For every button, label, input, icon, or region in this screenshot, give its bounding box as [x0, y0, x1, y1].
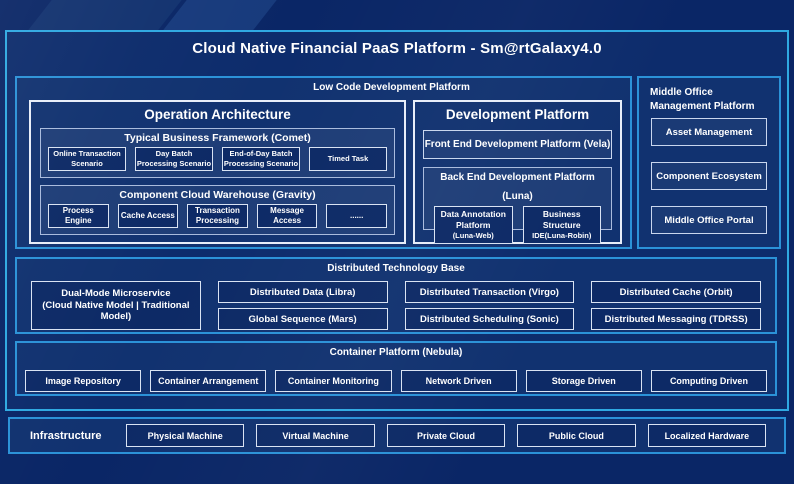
back-end-development-platform-title: Back End Development Platform (Luna)	[440, 172, 595, 202]
physical-machine-box: Physical Machine	[126, 424, 245, 447]
gravity-item: Message Access	[256, 204, 318, 228]
comet-item: Online Transaction Scenario	[48, 147, 126, 171]
container-platform-items: Image Repository Container Arrangement C…	[25, 370, 768, 392]
typical-business-framework-group: Typical Business Framework (Comet) Onlin…	[40, 128, 395, 178]
back-end-development-platform-group: Back End Development Platform (Luna) Dat…	[423, 167, 612, 244]
image-repository-box: Image Repository	[25, 370, 142, 392]
comet-item: Day Batch Processing Scenario	[135, 147, 213, 171]
platform-diagram-frame: Cloud Native Financial PaaS Platform - S…	[5, 30, 789, 411]
middle-office-management-section: Middle Office Management Platform Asset …	[637, 76, 781, 249]
middle-office-title: Middle Office Management Platform	[650, 87, 755, 112]
container-monitoring-box: Container Monitoring	[275, 370, 392, 392]
distributed-base-title: Distributed Technology Base	[327, 263, 465, 274]
middle-office-items: Asset Management Component Ecosystem Mid…	[651, 118, 767, 234]
storage-driven-box: Storage Driven	[525, 370, 642, 392]
asset-management-box: Asset Management	[651, 118, 767, 146]
gravity-item: Cache Access	[117, 204, 179, 228]
container-platform-section: Container Platform (Nebula) Image Reposi…	[15, 341, 777, 396]
page-title: Cloud Native Financial PaaS Platform - S…	[192, 40, 602, 57]
gravity-items-row: Process Engine Cache Access Transaction …	[41, 204, 394, 228]
operation-architecture-panel: Operation Architecture Typical Business …	[29, 100, 406, 244]
public-cloud-box: Public Cloud	[517, 424, 636, 447]
localized-hardware-box: Localized Hardware	[647, 424, 767, 447]
container-arrangement-box: Container Arrangement	[150, 370, 267, 392]
component-ecosystem-box: Component Ecosystem	[651, 162, 767, 190]
dual-mode-microservice-box: Dual-Mode Microservice (Cloud Native Mod…	[31, 281, 201, 330]
private-cloud-box: Private Cloud	[386, 424, 506, 447]
network-driven-box: Network Driven	[400, 370, 517, 392]
distributed-transaction-box: Distributed Transaction (Virgo)	[404, 281, 575, 303]
distributed-scheduling-box: Distributed Scheduling (Sonic)	[404, 308, 575, 330]
container-platform-title: Container Platform (Nebula)	[329, 347, 463, 358]
low-code-columns: Operation Architecture Typical Business …	[29, 100, 622, 244]
infrastructure-label: Infrastructure	[30, 429, 102, 442]
low-code-platform-label: Low Code Development Platform	[313, 82, 470, 93]
distributed-base-grid: Dual-Mode Microservice (Cloud Native Mod…	[31, 281, 761, 330]
component-cloud-warehouse-title: Component Cloud Warehouse (Gravity)	[119, 189, 316, 201]
comet-item: End-of-Day Batch Processing Scenario	[222, 147, 300, 171]
virtual-machine-box: Virtual Machine	[256, 424, 375, 447]
comet-item: Timed Task	[309, 147, 387, 171]
infrastructure-section: Infrastructure Physical Machine Virtual …	[8, 417, 786, 454]
luna-items-row: Data Annotation Platform (Luna-Web) Busi…	[424, 206, 611, 244]
gravity-item: Process Engine	[48, 204, 109, 228]
component-cloud-warehouse-group: Component Cloud Warehouse (Gravity) Proc…	[40, 185, 395, 235]
computing-driven-box: Computing Driven	[650, 370, 768, 392]
distributed-messaging-box: Distributed Messaging (TDRSS)	[591, 308, 761, 330]
data-annotation-platform-box: Data Annotation Platform (Luna-Web)	[434, 206, 513, 244]
gravity-item: Transaction Processing	[187, 204, 248, 228]
gravity-item: ......	[326, 204, 387, 228]
dtb-column: Distributed Cache (Orbit) Distributed Me…	[591, 281, 761, 330]
low-code-development-platform-section: Low Code Development Platform Operation …	[15, 76, 632, 249]
distributed-cache-box: Distributed Cache (Orbit)	[591, 281, 761, 303]
distributed-technology-base-section: Distributed Technology Base Dual-Mode Mi…	[15, 257, 777, 334]
development-platform-title: Development Platform	[445, 107, 590, 122]
business-structure-ide-box: Business Structure IDE(Luna-Robin)	[522, 206, 601, 244]
global-sequence-box: Global Sequence (Mars)	[217, 308, 388, 330]
operation-architecture-title: Operation Architecture	[144, 107, 291, 122]
development-platform-panel: Development Platform Front End Developme…	[413, 100, 622, 244]
front-end-development-platform-box: Front End Development Platform (Vela)	[423, 130, 612, 159]
dtb-column: Distributed Transaction (Virgo) Distribu…	[404, 281, 575, 330]
comet-items-row: Online Transaction Scenario Day Batch Pr…	[41, 147, 394, 171]
distributed-data-box: Distributed Data (Libra)	[217, 281, 388, 303]
dtb-column: Dual-Mode Microservice (Cloud Native Mod…	[31, 281, 201, 330]
dtb-column: Distributed Data (Libra) Global Sequence…	[217, 281, 388, 330]
typical-business-framework-title: Typical Business Framework (Comet)	[124, 132, 311, 144]
middle-office-portal-box: Middle Office Portal	[651, 206, 767, 234]
